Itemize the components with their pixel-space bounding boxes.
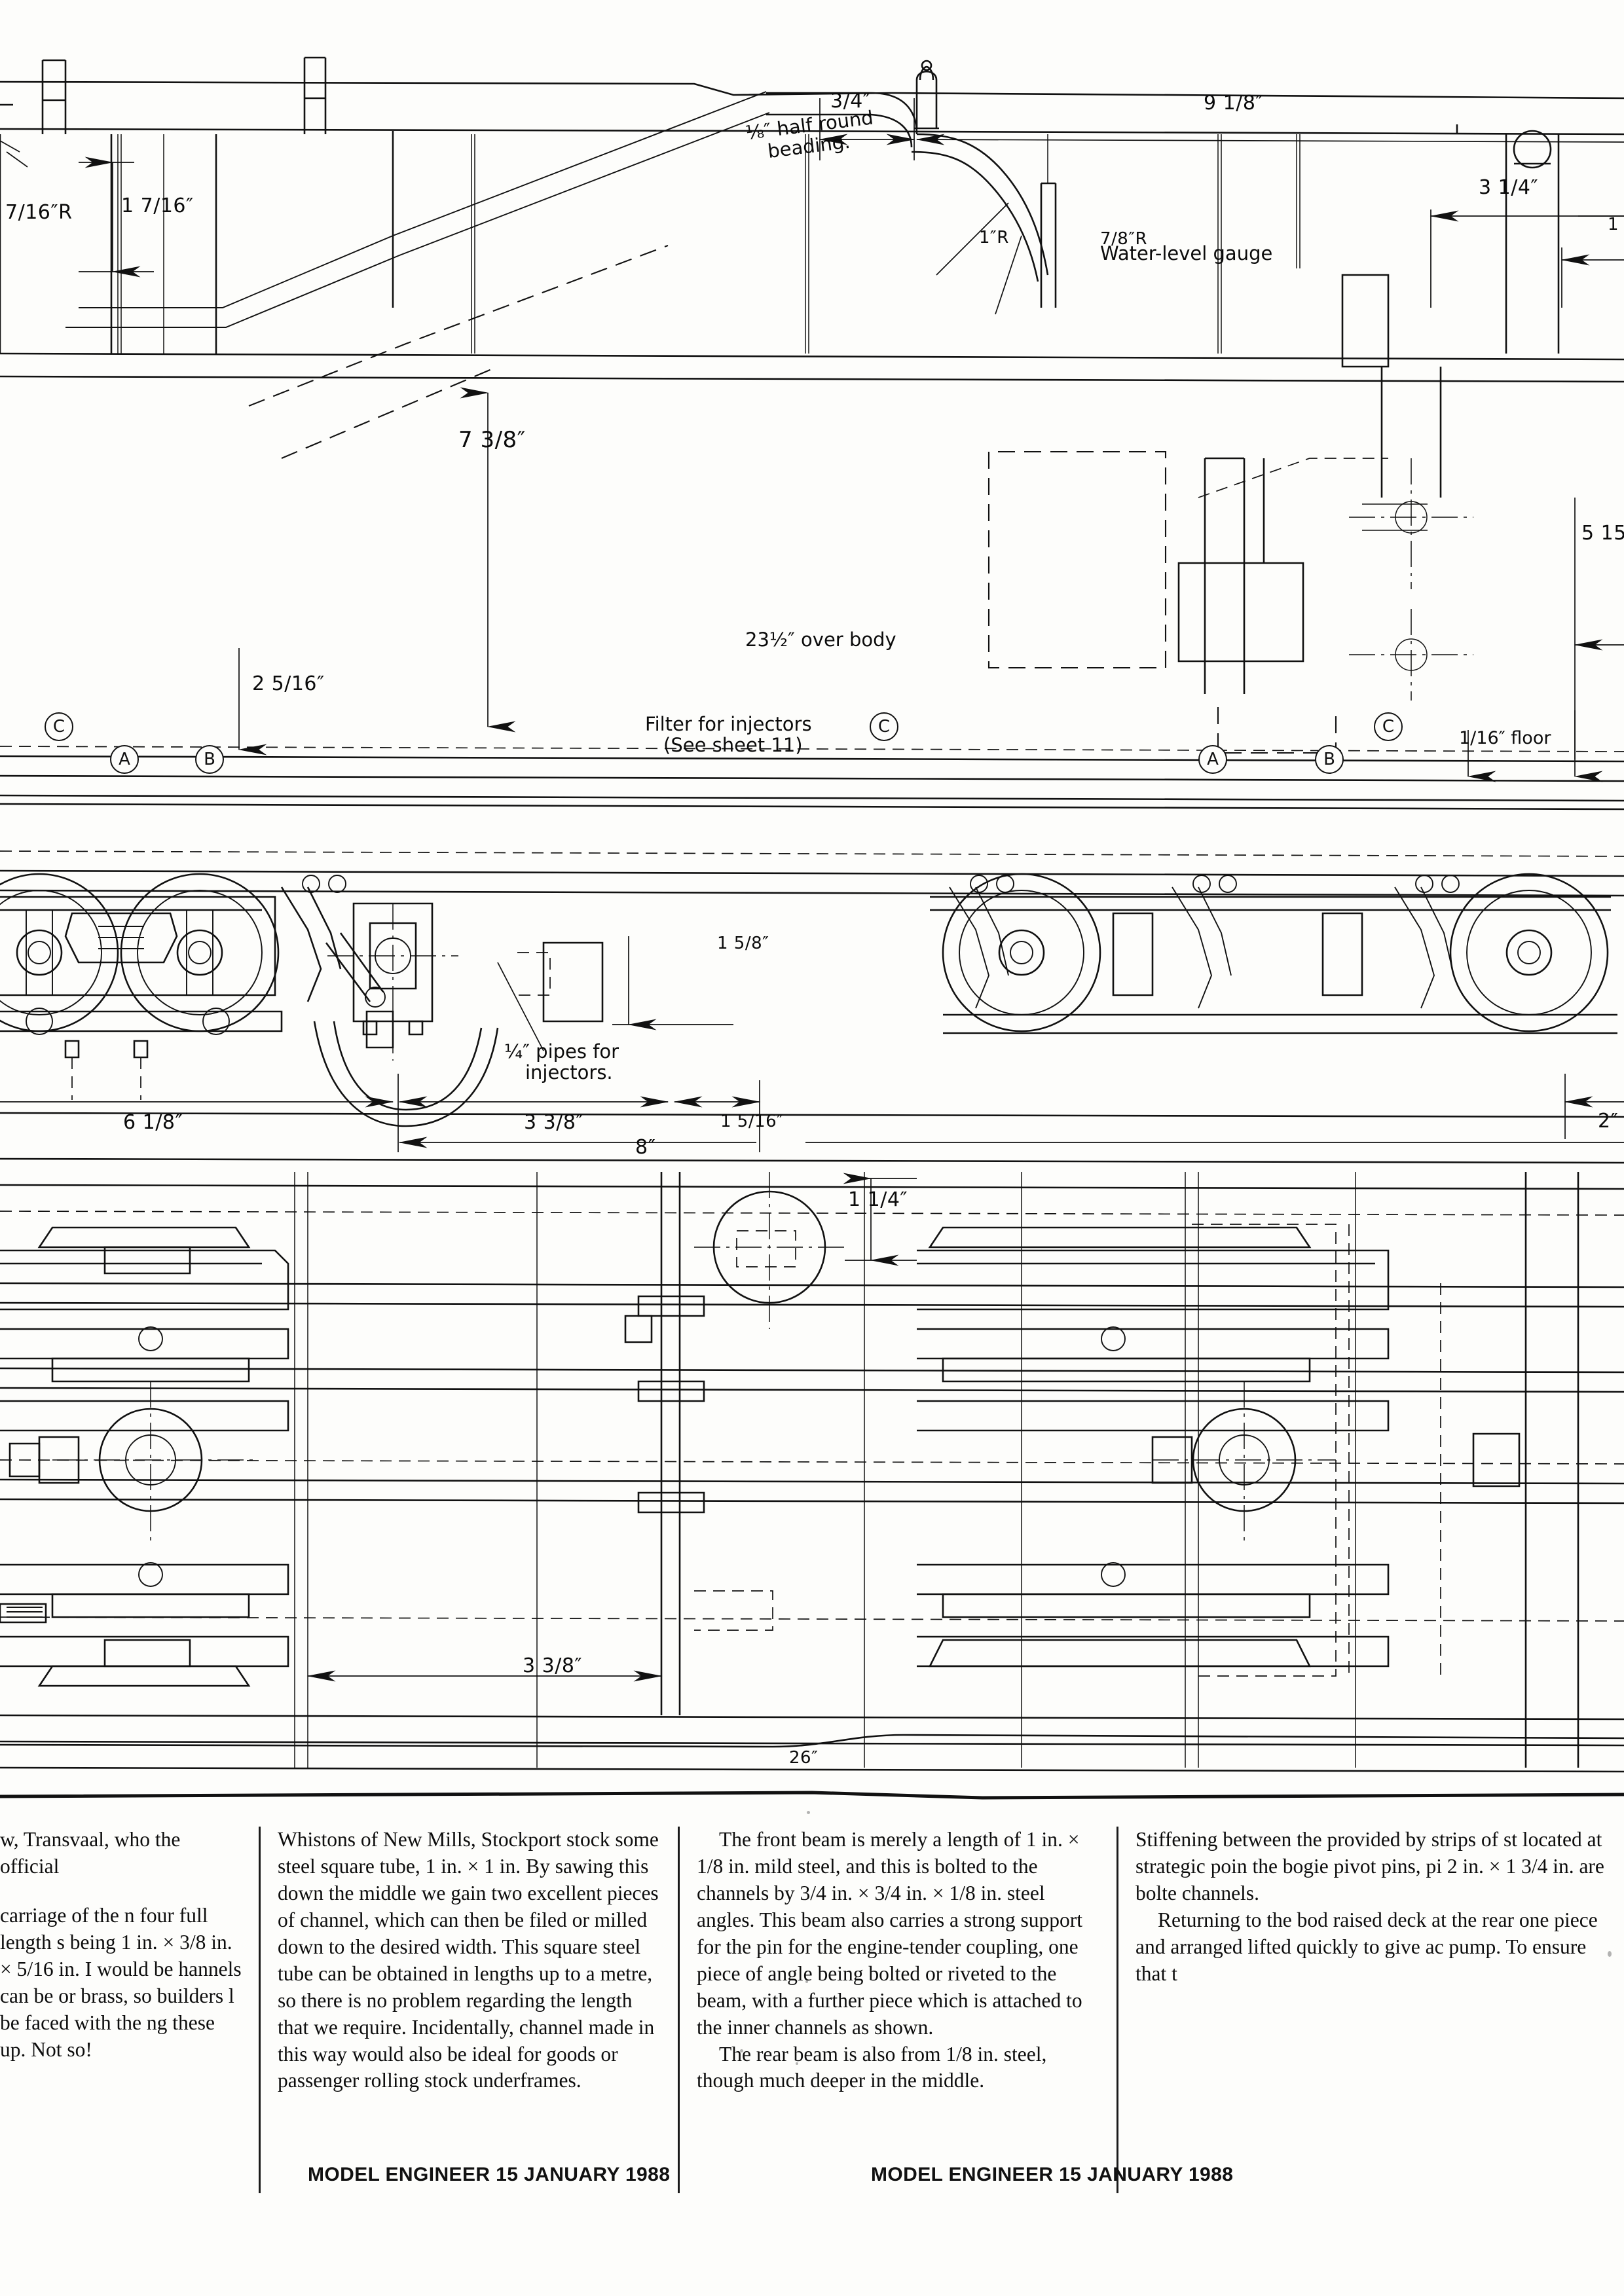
dim-3-3-8-a: 3 3/8″	[524, 1111, 584, 1134]
dim-1-5-8: 1 5/8″	[717, 934, 769, 953]
dim-1-1-4: 1 1/4″	[848, 1188, 908, 1211]
pipes-for-injectors-label: ¼″ pipes for injectors.	[504, 1040, 619, 1084]
scan-speck	[740, 2049, 743, 2052]
dim-7-8-R: 7/8″R	[1100, 229, 1148, 249]
scan-speck	[807, 1811, 810, 1814]
footer-left: MODEL ENGINEER 15 JANUARY 1988	[308, 2164, 671, 2185]
section-mark-c-left: C	[45, 712, 73, 741]
section-mark-b-right: B	[1315, 745, 1344, 774]
dim-5-15-16: 5 15/16″	[1581, 522, 1624, 545]
technical-drawing: .s {stroke:#111;fill:none;stroke-width:2…	[0, 56, 1624, 1773]
dim-8: 8″	[635, 1136, 656, 1159]
column3-paragraph-2: The rear beam is also from 1/8 in. steel…	[697, 2042, 1047, 2092]
dim-7-3-8: 7 3/8″	[458, 427, 526, 453]
footer-right: MODEL ENGINEER 15 JANUARY 1988	[871, 2164, 1234, 2185]
over-body-label: 23½″ over body	[745, 629, 896, 651]
dim-26: 26″	[789, 1748, 819, 1768]
dim-1-R: 1″R	[979, 228, 1009, 247]
dim-1-5-16: 1 5/16″	[720, 1112, 784, 1131]
column3-paragraph-1: The front beam is merely a length of 1 i…	[697, 1828, 1083, 2039]
drawing-linework: .s {stroke:#111;fill:none;stroke-width:2…	[0, 56, 1624, 1773]
dim-1-1-16: 1 1/16″	[1608, 215, 1624, 234]
dim-3-4: 3/4″	[830, 90, 871, 113]
scan-speck	[805, 1980, 808, 1983]
dim-6-1-8: 6 1/8″	[123, 1111, 183, 1134]
page-fold-line	[0, 1791, 1624, 1800]
text-column-4: Stiffening between the provided by strip…	[1116, 1827, 1624, 2193]
filter-for-injectors-label: Filter for injectors (See sheet 11)	[645, 713, 812, 757]
text-column-1: w, Transvaal, who the official carriage …	[0, 1827, 259, 2193]
scan-speck	[1608, 1951, 1612, 1957]
text-column-3: The front beam is merely a length of 1 i…	[678, 1827, 1116, 2193]
column1-paragraph-2: carriage of the n four full length s bei…	[0, 1903, 242, 2061]
article-text-columns: w, Transvaal, who the official carriage …	[0, 1827, 1624, 2193]
section-mark-a-right: A	[1198, 745, 1227, 774]
dim-9-1-8: 9 1/8″	[1204, 92, 1264, 115]
text-column-2: Whistons of New Mills, Stockport stock s…	[259, 1827, 678, 2193]
column2-paragraph-1: Whistons of New Mills, Stockport stock s…	[278, 1828, 659, 2092]
water-level-gauge-label: Water-level gauge	[1100, 242, 1273, 264]
column1-paragraph-1: w, Transvaal, who the official	[0, 1828, 181, 1878]
section-mark-a-left: A	[110, 745, 139, 774]
column4-paragraph-2: Returning to the bod raised deck at the …	[1135, 1908, 1598, 1985]
dim-2-x: 2″	[1598, 1110, 1619, 1133]
section-mark-c-right: C	[1374, 712, 1403, 741]
scan-speck	[796, 2062, 798, 2065]
dim-3-1-4: 3 1/4″	[1479, 176, 1539, 199]
column4-paragraph-1: Stiffening between the provided by strip…	[1135, 1828, 1604, 1904]
floor-thickness-label: 1/16″ floor	[1459, 728, 1551, 748]
dim-7-16-R: 7/16″R	[5, 201, 73, 224]
dim-1-7-16: 1 7/16″	[121, 194, 194, 217]
dim-3-3-8-b: 3 3/8″	[523, 1654, 583, 1677]
section-mark-b-left: B	[195, 745, 224, 774]
section-mark-c-mid: C	[870, 712, 898, 741]
dim-2-5-16: 2 5/16″	[252, 672, 325, 695]
